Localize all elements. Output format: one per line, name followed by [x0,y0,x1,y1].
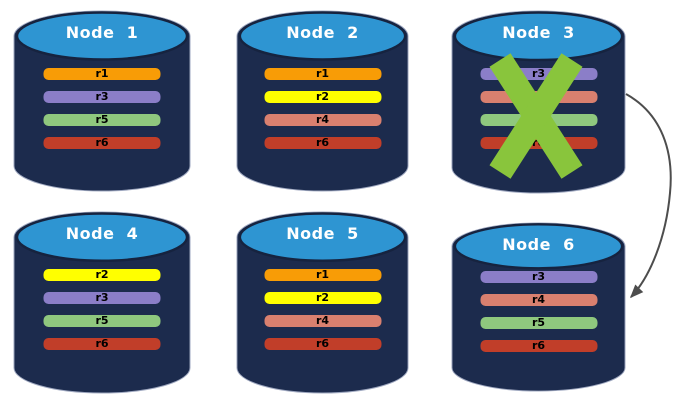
cylinder-top [15,11,189,61]
replica-bar-r5: r5 [43,114,161,126]
replica-bar-r6: r6 [480,340,597,352]
replica-bar-r6: r6 [264,137,381,149]
replica-list: r1 r2 r4 r6 [264,269,381,350]
replica-bar-r2: r2 [264,91,381,103]
replica-bar-r2: r2 [43,269,161,281]
node-title: Node 6 [502,235,575,254]
node-1: Node 1 r1 r3 r5 r6 [13,10,191,192]
node-4: Node 4 r2 r3 r5 r6 [13,211,191,394]
replica-bar-r6: r6 [264,338,381,350]
replica-list: r1 r3 r5 r6 [43,68,161,149]
replica-bar-r5: r5 [480,114,597,126]
replica-list: r2 r3 r5 r6 [43,269,161,350]
cylinder-top [15,212,189,263]
replica-list: r1 r2 r4 r6 [264,68,381,149]
node-title: Node 4 [65,224,139,243]
replica-bar-r4: r4 [480,294,597,306]
replica-bar-r1: r1 [264,68,381,80]
replica-bar-r3: r3 [43,91,161,103]
replica-bar-r6: r6 [480,137,597,149]
replica-bar-r3: r3 [480,68,597,80]
replica-list: r3 r4 r5 r6 [480,271,597,352]
node-2: Node 2 r1 r2 r4 r6 [236,10,409,192]
node-3: Node 3 r3 r4 r5 r6 [451,10,626,194]
replica-bar-r3: r3 [43,292,161,304]
replica-bar-r4: r4 [264,315,381,327]
cylinder-top [453,223,624,270]
replica-bar-r6: r6 [43,338,161,350]
node-5: Node 5 r1 r2 r4 r6 [236,211,409,394]
replica-list: r3 r4 r5 r6 [480,68,597,149]
replica-bar-r3: r3 [480,271,597,283]
node-title: Node 2 [286,23,359,42]
cylinder-top [238,11,407,61]
replica-bar-r5: r5 [43,315,161,327]
replica-bar-r5: r5 [480,317,597,329]
cylinder-top [238,212,407,263]
replica-bar-r4: r4 [264,114,381,126]
replica-bar-r1: r1 [264,269,381,281]
replica-bar-r2: r2 [264,292,381,304]
replica-bar-r6: r6 [43,137,161,149]
replication-arrow [625,93,672,299]
node-title: Node 1 [65,23,139,42]
replica-bar-r1: r1 [43,68,161,80]
node-6: Node 6 r3 r4 r5 r6 [451,222,626,392]
replica-bar-r4: r4 [480,91,597,103]
node-title: Node 5 [286,224,359,243]
node-title: Node 3 [502,23,575,42]
